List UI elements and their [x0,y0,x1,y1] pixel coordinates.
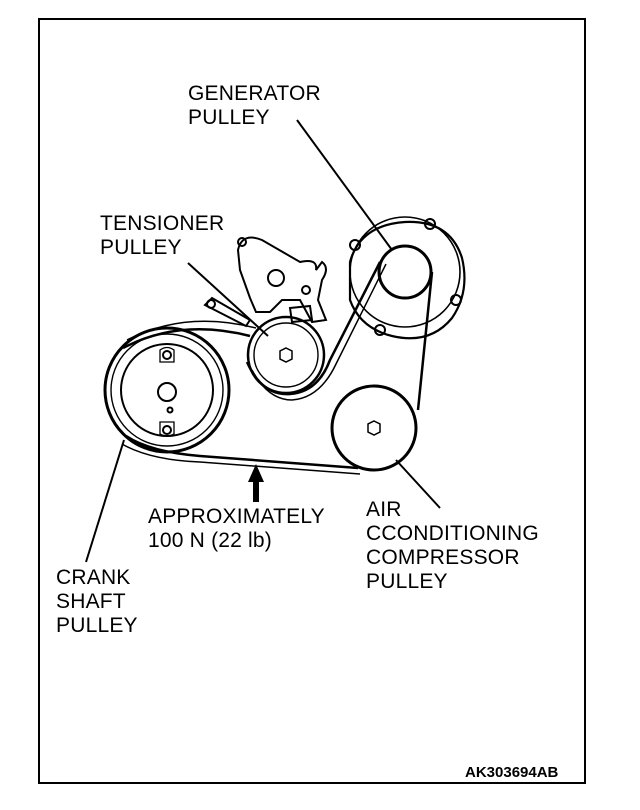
leader-lines [85,119,441,563]
ac-label-line-3: COMPRESSOR [366,546,520,569]
figure-frame [38,18,586,784]
crank-shaft-pulley-label: CRANK SHAFT PULLEY [56,566,138,638]
crank-label-line-3: PULLEY [56,614,138,637]
generator-pulley [348,216,466,340]
ac-label-line-1: AIR [366,498,402,521]
ac-label-line-2: CCONDITIONING [366,522,539,545]
generator-label-line-1: GENERATOR [188,82,321,105]
force-arrow [248,464,264,502]
force-value-label: APPROXIMATELY 100 N (22 lb) [148,505,325,553]
tensioner-pulley-label: TENSIONER PULLEY [100,212,224,260]
ac-label-line-4: PULLEY [366,570,448,593]
ac-compressor-pulley-label: AIR CCONDITIONING COMPRESSOR PULLEY [366,498,539,594]
approx-label-line-2: 100 N (22 lb) [148,529,272,552]
tensioner-label-line-2: PULLEY [100,236,182,259]
figure-code: AK303694AB [465,764,559,781]
approx-label-line-1: APPROXIMATELY [148,505,325,528]
tensioner-bracket [203,236,328,328]
generator-label-line-2: PULLEY [188,106,270,129]
crank-label-line-1: CRANK [56,566,131,589]
drive-belt [121,261,434,475]
generator-pulley-label: GENERATOR PULLEY [188,82,321,130]
ac-compressor-pulley [330,384,418,472]
tensioner-label-line-1: TENSIONER [100,212,225,235]
crank-label-line-2: SHAFT [56,590,126,613]
